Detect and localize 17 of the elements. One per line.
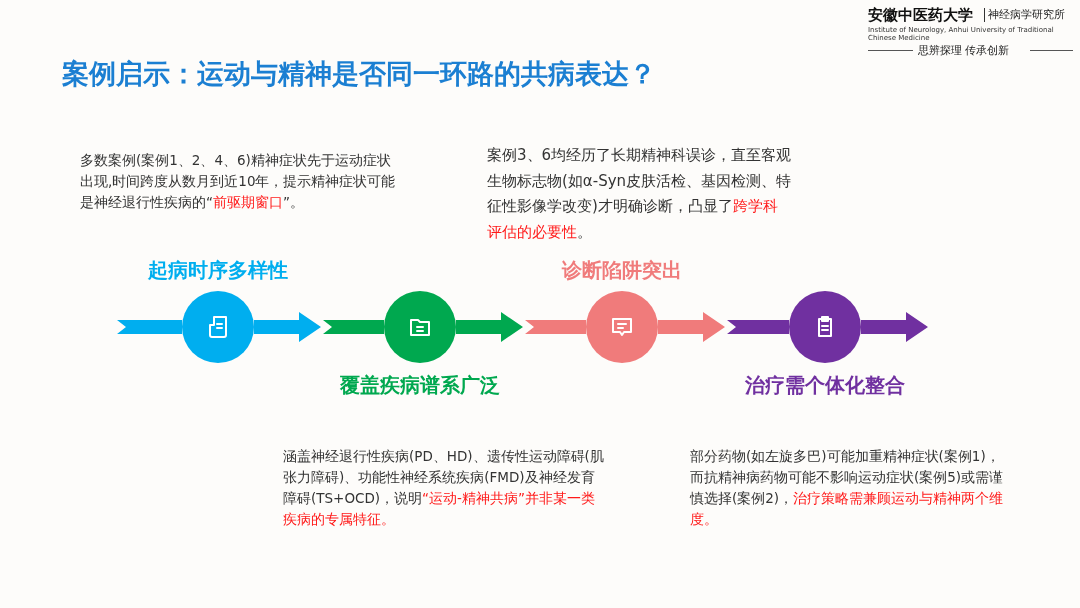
stage-heading: 治疗需个体化整合	[744, 372, 906, 399]
motto-text: 思辨探理 传承创新	[918, 43, 1010, 58]
arrow	[658, 312, 789, 342]
arrow	[861, 312, 928, 342]
department-name: 神经病学研究所	[984, 8, 1065, 22]
arrow	[456, 312, 586, 342]
stage-heading: 起病时序多样性	[147, 257, 289, 284]
description-text: 多数案例(案例1、2、4、6)精神症状先于运动症状出现,时间跨度从数月到近10年，提示精神症状可能是神经退行性疾病的“前驱期窗口”。	[80, 151, 397, 212]
description-text: 涵盖神经退行性疾病(PD、HD)、遗传性运动障碍(肌张力障碍)、功能性神经系统疾病(FMD)及神经发育障碍(TS+OCD)，说明“运动-精神共病”并非某一类疾病的专属特征。	[283, 447, 605, 529]
arrow	[254, 312, 384, 342]
description-text: 案例3、6均经历了长期精神科误诊，直至客观生物标志物(如α-Syn皮肤活检、基因检测、特征性影像学改变)才明确诊断，凸显了跨学科评估的必要性。	[487, 145, 792, 243]
stage-heading: 诊断陷阱突出	[560, 257, 683, 284]
stage-heading: 覆盖疾病谱系广泛	[339, 372, 501, 399]
arrow	[117, 320, 182, 334]
slide-title: 案例启示：运动与精神是否同一环路的共病表达？	[62, 57, 656, 91]
description-text: 部分药物(如左旋多巴)可能加重精神症状(案例1)，而抗精神病药物可能不影响运动症状(案例5)或需谨慎选择(案例2)，治疗策略需兼顾运动与精神两个维度。	[690, 447, 1005, 529]
institution-name: 安徽中医药大学	[868, 6, 973, 25]
